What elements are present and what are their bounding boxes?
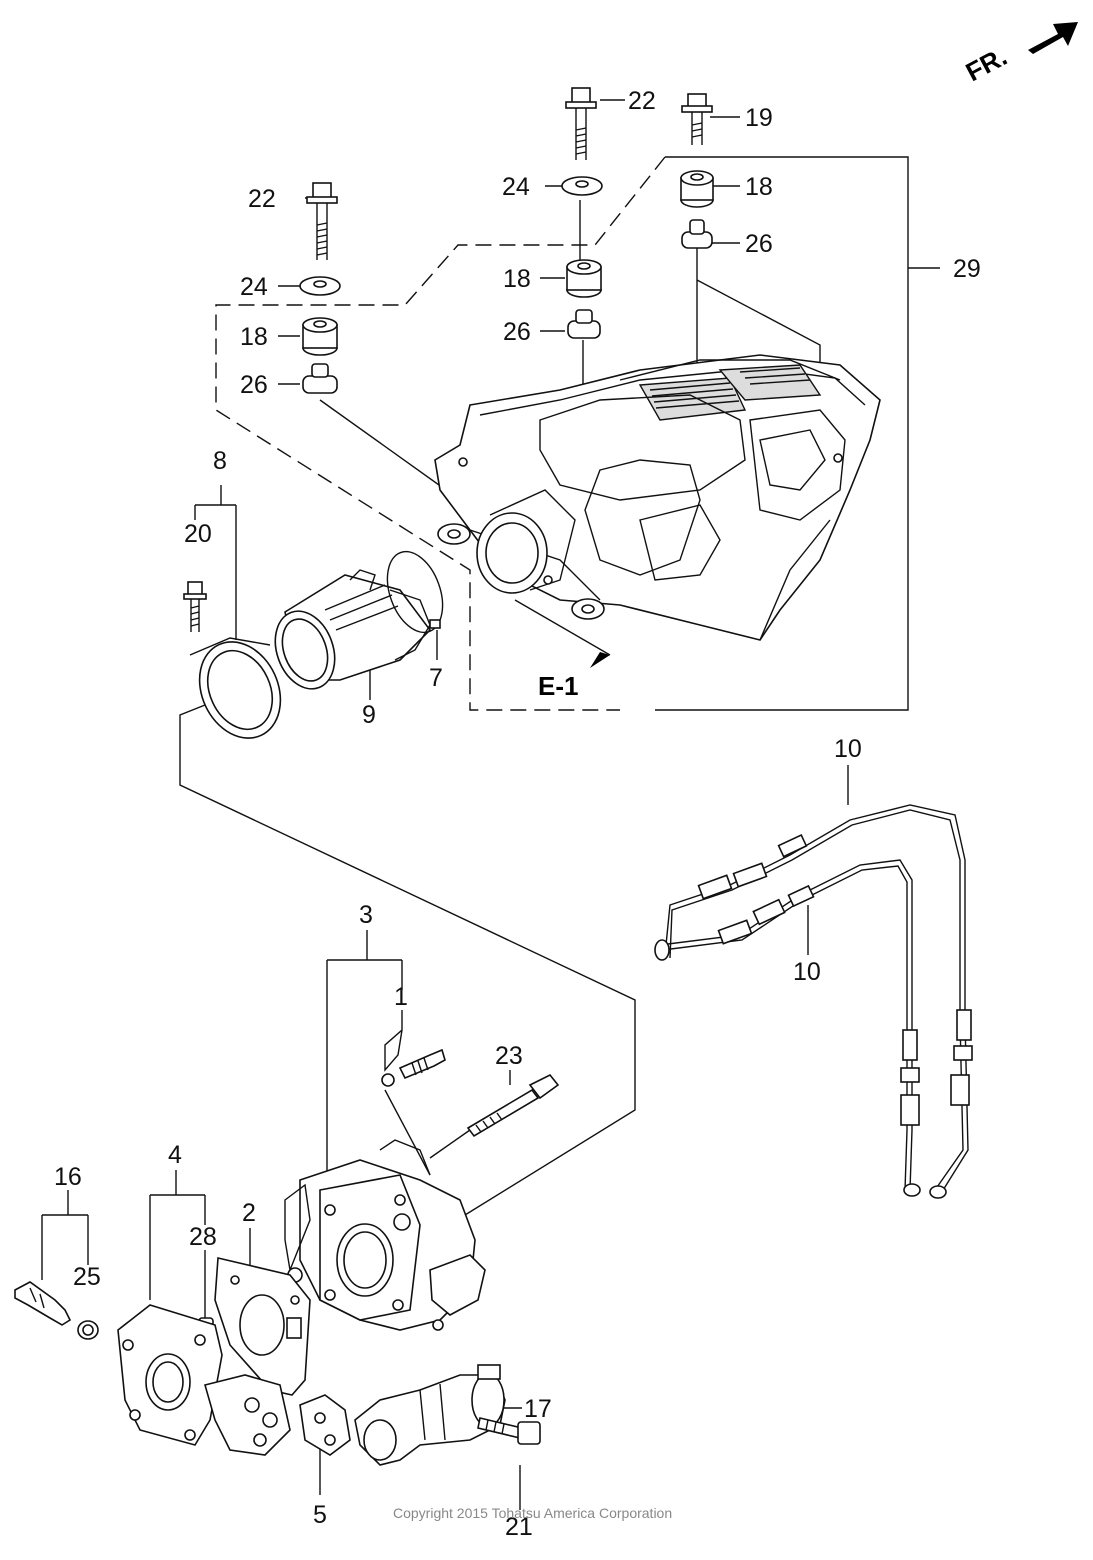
front-label: FR. <box>961 41 1012 87</box>
callout-labels: 22 19 24 18 22 26 29 24 18 18 26 26 8 20… <box>54 87 981 1541</box>
callout-8: 8 <box>213 447 227 475</box>
section-reference: E-1 <box>538 671 578 701</box>
collar-26-left <box>302 363 338 394</box>
grommet-18-right <box>680 170 714 208</box>
callout-18-right: 18 <box>745 173 773 201</box>
callout-16: 16 <box>54 1163 82 1191</box>
hose-clamp <box>386 550 444 634</box>
bolt-20 <box>183 581 207 632</box>
mounting-hardware <box>299 87 714 394</box>
callout-28: 28 <box>189 1223 217 1251</box>
temperature-sensor <box>14 1281 72 1326</box>
callout-18-left: 18 <box>240 323 268 351</box>
callout-7: 7 <box>429 664 443 692</box>
intake-silencer <box>434 354 881 641</box>
callout-9: 9 <box>362 701 376 729</box>
callout-19: 19 <box>745 104 773 132</box>
arrow-icon <box>1028 22 1078 54</box>
callout-18-center: 18 <box>503 265 531 293</box>
callout-25: 25 <box>73 1263 101 1291</box>
callout-22-left: 22 <box>248 185 276 213</box>
callout-17: 17 <box>524 1395 552 1423</box>
callout-10-top: 10 <box>834 735 862 763</box>
copyright-text: Copyright 2015 Tohatsu America Corporati… <box>393 1505 672 1521</box>
callout-2: 2 <box>242 1199 256 1227</box>
screw-1 <box>381 1048 446 1087</box>
callout-26-right: 26 <box>745 230 773 258</box>
callout-29: 29 <box>953 255 981 283</box>
throttle-cables <box>654 804 973 1199</box>
callout-26-center: 26 <box>503 318 531 346</box>
bolt-22-left <box>306 182 338 260</box>
collar-26-right <box>681 219 713 249</box>
bolt-19 <box>681 93 713 145</box>
bolt-23 <box>466 1073 560 1138</box>
bolt-21 <box>477 1417 541 1445</box>
idle-air-control-valve <box>354 1364 506 1466</box>
callout-21: 21 <box>505 1513 533 1541</box>
callout-1: 1 <box>394 983 408 1011</box>
manifold-adapter <box>117 1304 291 1456</box>
callout-26-left: 26 <box>240 371 268 399</box>
callout-4: 4 <box>168 1141 182 1169</box>
callout-5: 5 <box>313 1501 327 1529</box>
callout-23: 23 <box>495 1042 523 1070</box>
callout-24-center: 24 <box>502 173 530 201</box>
leader-lines <box>41 99 940 1510</box>
gasket-2 <box>214 1257 311 1396</box>
intake-sleeve <box>189 637 282 739</box>
collar-26-center <box>567 309 601 339</box>
grommet-18-center <box>566 259 602 298</box>
throttle-body <box>284 1139 486 1331</box>
callout-3: 3 <box>359 901 373 929</box>
callout-22-center: 22 <box>628 87 656 115</box>
callout-10-lower: 10 <box>793 958 821 986</box>
front-direction-indicator: FR. <box>961 22 1078 87</box>
callout-24-left: 24 <box>240 273 268 301</box>
bolt-22-center <box>565 87 597 160</box>
gasket-5 <box>299 1394 351 1456</box>
intake-pipe <box>274 569 432 690</box>
callout-20: 20 <box>184 520 212 548</box>
grommet-18-left <box>302 317 338 356</box>
